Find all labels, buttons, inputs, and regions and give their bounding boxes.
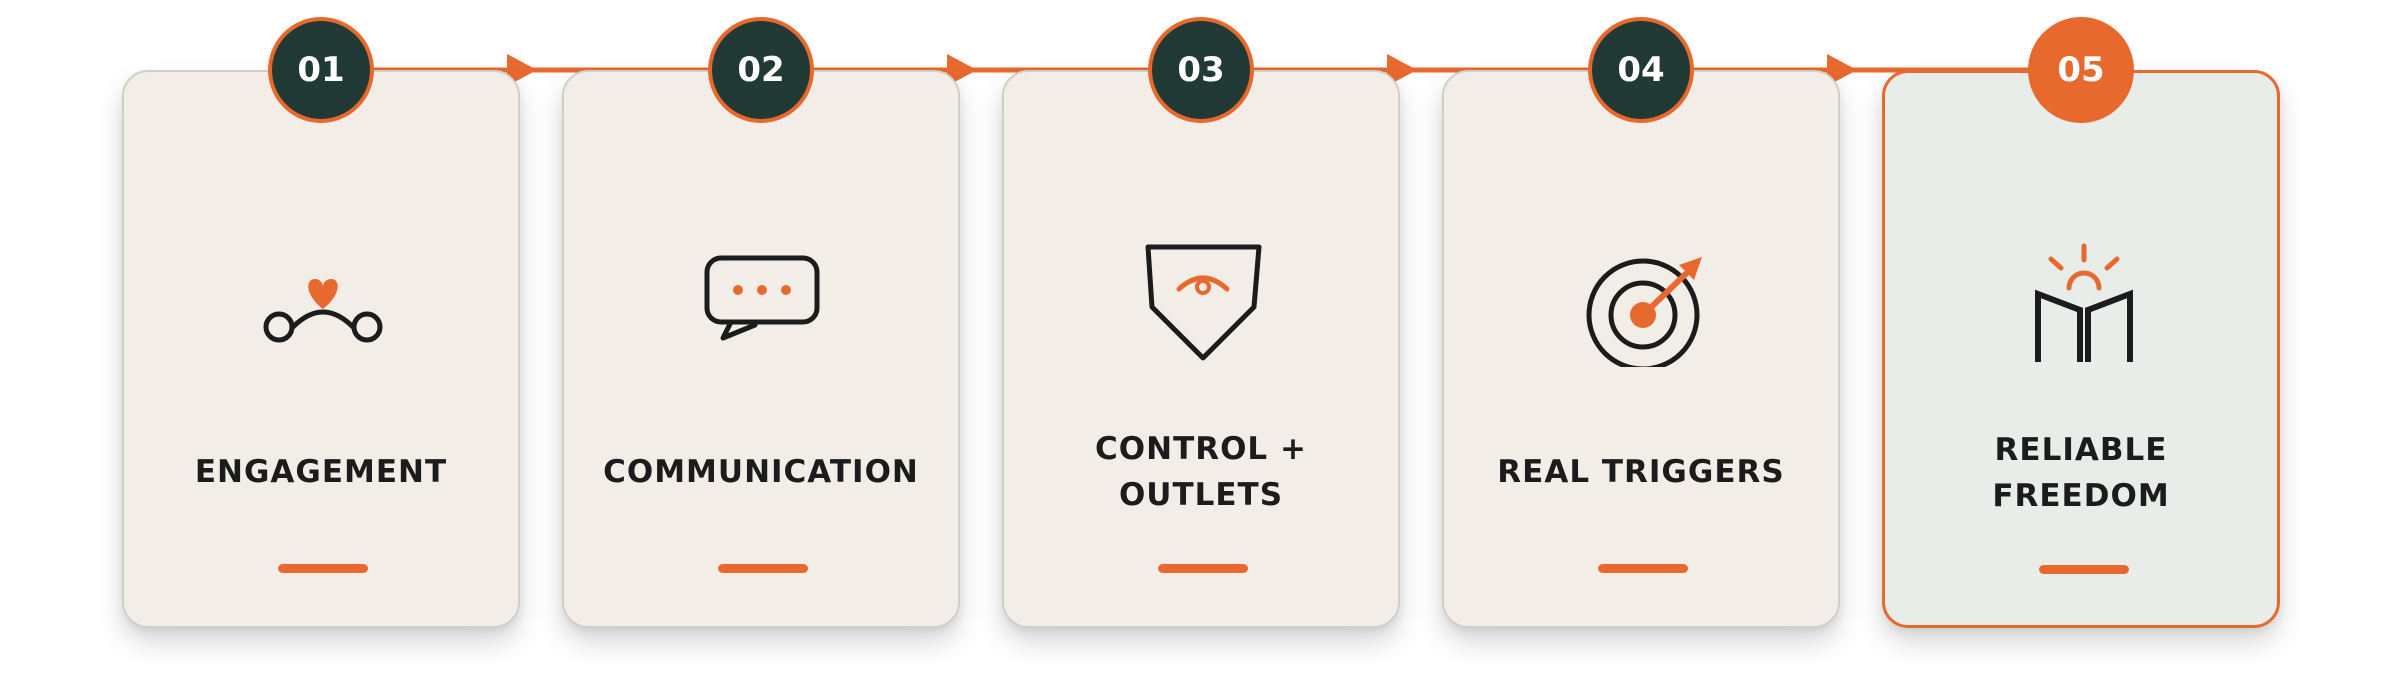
step-label: REAL TRIGGERS [1454,412,1828,532]
step-card: RELIABLE FREEDOM [1882,70,2280,628]
step-number-badge: 03 [1148,17,1254,123]
step-number-badge: 02 [708,17,814,123]
target-arrow-icon [1586,257,1702,372]
step-card: ENGAGEMENT [122,70,520,628]
step-card: CONTROL + OUTLETS [1002,70,1400,628]
step-card: REAL TRIGGERS [1442,70,1840,628]
step-label: RELIABLE FREEDOM [1895,413,2267,533]
accent-bar [1598,564,1688,573]
step-number-badge: 04 [1588,17,1694,123]
accent-bar [1158,564,1248,573]
step-label-line: FREEDOM [1992,478,2170,514]
shield-eye-icon [1133,207,1273,367]
step-label-line: REAL TRIGGERS [1497,454,1785,490]
flow-arrow-icon [947,54,977,86]
step-label: ENGAGEMENT [134,412,508,532]
step-label-line: COMMUNICATION [603,454,919,490]
step-number-badge: 05 [2028,17,2134,123]
linked-people-heart-icon [253,207,393,367]
flow-arrow-icon [507,54,537,86]
step-label: COMMUNICATION [574,412,948,532]
flow-arrow-icon [1387,54,1417,86]
step-label-line: RELIABLE [1994,432,2168,468]
chat-bubble-icon [693,207,833,367]
step-card: COMMUNICATION [562,70,960,628]
shield-eye-icon [1145,244,1262,361]
step-label: CONTROL + OUTLETS [1014,412,1388,532]
chat-bubble-icon [704,255,820,341]
accent-bar [278,564,368,573]
target-arrow-icon [1573,207,1713,372]
open-gate-sunrise-icon [2014,208,2154,368]
accent-bar [718,564,808,573]
step-number-badge: 01 [268,17,374,123]
step-label-line: OUTLETS [1118,477,1284,513]
step-label-line: CONTROL + [1095,431,1307,467]
linked-people-heart-icon [263,279,383,343]
open-gate-sunrise-icon [2035,243,2133,362]
step-label-line: ENGAGEMENT [194,454,448,490]
accent-bar [2039,565,2129,574]
flow-arrow-icon [1827,54,1857,86]
